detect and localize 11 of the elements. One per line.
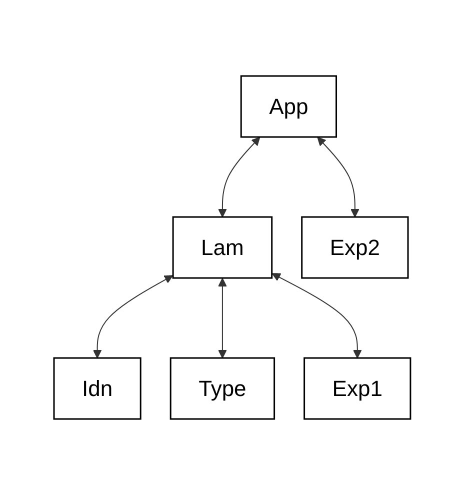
arrow — [218, 136, 260, 217]
node-box: Exp1 — [303, 356, 411, 420]
arrow — [316, 136, 360, 217]
node-box: Type — [170, 356, 275, 420]
node-box: App — [240, 74, 337, 138]
node-box: Exp2 — [300, 216, 409, 278]
arrow — [218, 278, 227, 358]
arrow — [92, 274, 173, 358]
node-box: Idn — [53, 356, 142, 420]
arrow — [272, 272, 362, 358]
node-box: Lam — [172, 216, 272, 278]
